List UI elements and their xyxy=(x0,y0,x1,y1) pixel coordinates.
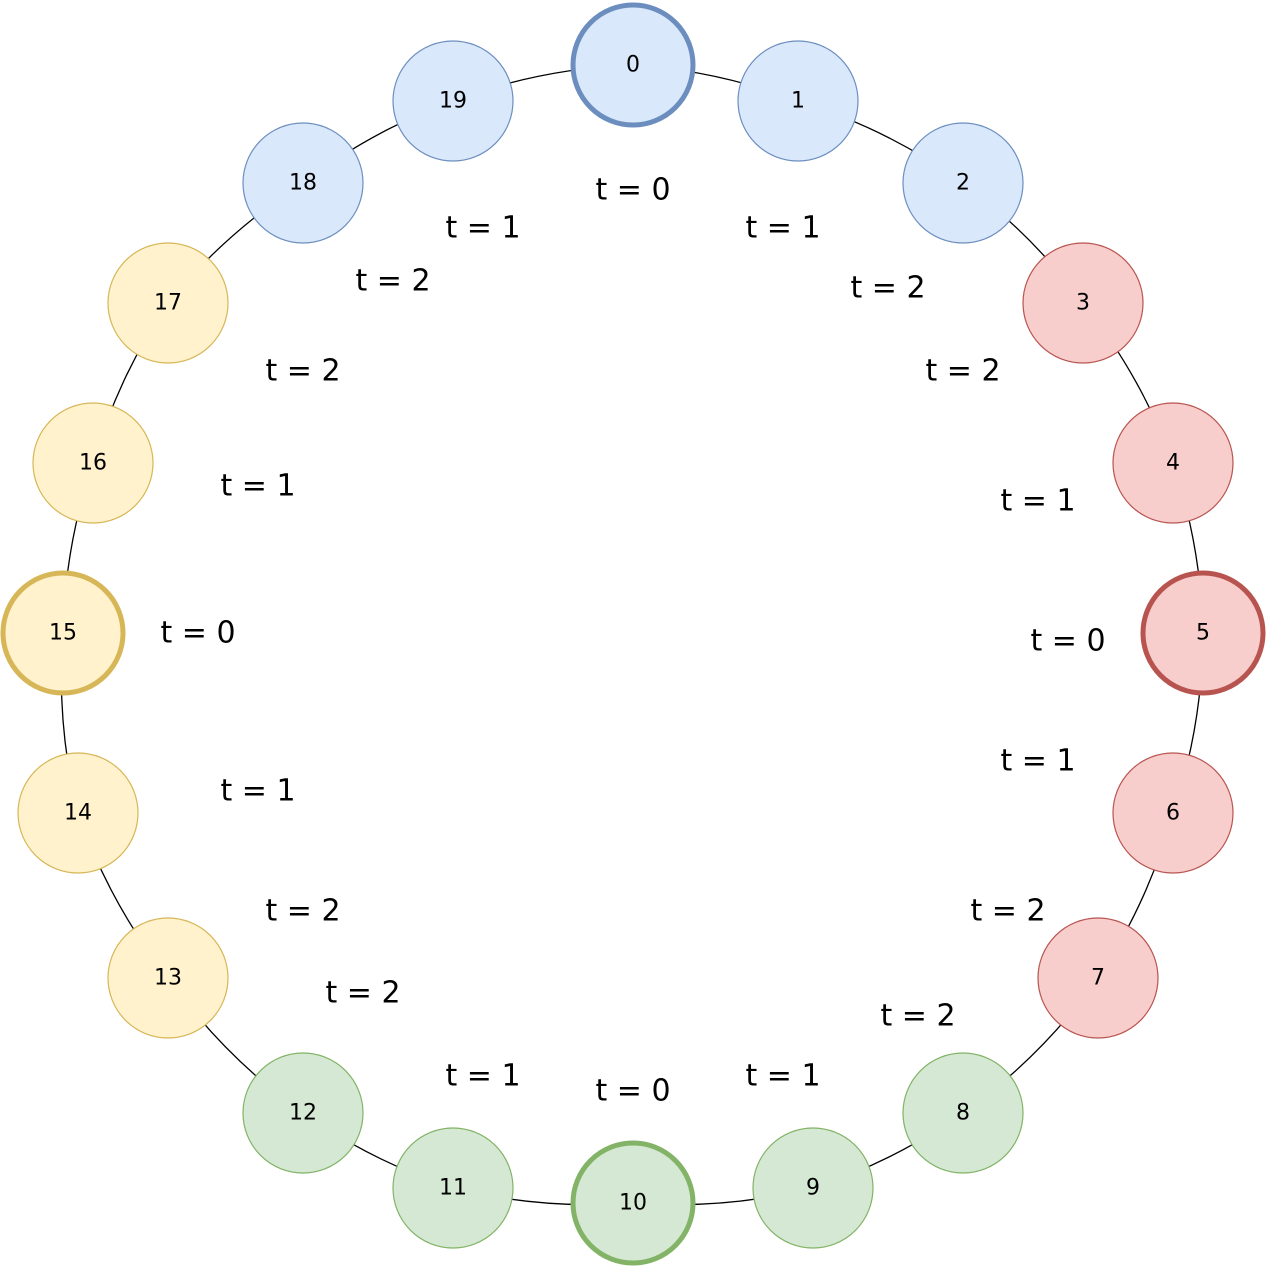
node-circle xyxy=(752,1127,874,1249)
node-label: 5 xyxy=(1196,621,1210,646)
node-label: 14 xyxy=(64,801,92,826)
time-label: t = 1 xyxy=(445,1059,520,1094)
node-label: 8 xyxy=(956,1101,970,1126)
node-label: 2 xyxy=(956,171,970,196)
node-11: 11 xyxy=(392,1127,514,1249)
node-2: 2 xyxy=(902,122,1024,244)
node-circle xyxy=(1037,917,1159,1039)
time-label: t = 0 xyxy=(595,173,670,208)
node-5: 5 xyxy=(1140,570,1266,696)
node-label: 13 xyxy=(154,966,182,991)
time-label: t = 1 xyxy=(745,211,820,246)
time-label: t = 1 xyxy=(220,469,295,504)
time-label: t = 0 xyxy=(595,1074,670,1109)
node-label: 6 xyxy=(1166,801,1180,826)
node-label: 16 xyxy=(79,451,107,476)
leader-node-circle xyxy=(570,2,696,128)
node-1: 1 xyxy=(737,40,859,162)
node-circle xyxy=(242,1052,364,1174)
time-label: t = 2 xyxy=(880,999,955,1034)
node-circle xyxy=(1112,402,1234,524)
time-label: t = 2 xyxy=(970,894,1045,929)
node-circle xyxy=(392,40,514,162)
node-19: 19 xyxy=(392,40,514,162)
node-circle xyxy=(392,1127,514,1249)
node-18: 18 xyxy=(242,122,364,244)
node-10: 10 xyxy=(570,1140,696,1266)
time-label: t = 0 xyxy=(1030,624,1105,659)
node-7: 7 xyxy=(1037,917,1159,1039)
leader-node-circle xyxy=(0,570,126,696)
node-label: 4 xyxy=(1166,451,1180,476)
time-label: t = 0 xyxy=(160,616,235,651)
node-label: 12 xyxy=(289,1101,317,1126)
time-label: t = 2 xyxy=(265,354,340,389)
node-circle xyxy=(242,122,364,244)
time-label: t = 1 xyxy=(220,774,295,809)
time-label: t = 1 xyxy=(1000,744,1075,779)
node-17: 17 xyxy=(107,242,229,364)
node-6: 6 xyxy=(1112,752,1234,874)
node-14: 14 xyxy=(17,752,139,874)
node-circle xyxy=(902,1052,1024,1174)
node-label: 19 xyxy=(439,89,467,114)
node-3: 3 xyxy=(1022,242,1144,364)
leader-node-circle xyxy=(1140,570,1266,696)
time-label: t = 2 xyxy=(925,354,1000,389)
node-circle xyxy=(1022,242,1144,364)
node-label: 10 xyxy=(619,1191,647,1216)
node-label: 15 xyxy=(49,621,77,646)
time-label: t = 2 xyxy=(265,894,340,929)
node-circle xyxy=(902,122,1024,244)
node-circle xyxy=(107,242,229,364)
time-label: t = 1 xyxy=(1000,484,1075,519)
time-label: t = 2 xyxy=(355,264,430,299)
node-label: 9 xyxy=(806,1176,820,1201)
node-9: 9 xyxy=(752,1127,874,1249)
node-15: 15 xyxy=(0,570,126,696)
node-label: 3 xyxy=(1076,291,1090,316)
node-4: 4 xyxy=(1112,402,1234,524)
node-13: 13 xyxy=(107,917,229,1039)
leader-node-circle xyxy=(570,1140,696,1266)
time-labels: t = 0 t = 1 t = 2 t = 2 t = 1 t = 0 t = 1 t = 2… xyxy=(160,173,1105,1109)
node-circle xyxy=(107,917,229,1039)
node-label: 11 xyxy=(439,1176,467,1201)
node-circle xyxy=(32,402,154,524)
node-label: 7 xyxy=(1091,966,1105,991)
time-label: t = 2 xyxy=(325,976,400,1011)
node-16: 16 xyxy=(32,402,154,524)
time-label: t = 1 xyxy=(445,211,520,246)
node-8: 8 xyxy=(902,1052,1024,1174)
time-label: t = 1 xyxy=(745,1059,820,1094)
node-0: 0 xyxy=(570,2,696,128)
time-label: t = 2 xyxy=(850,271,925,306)
node-label: 17 xyxy=(154,291,182,316)
node-label: 0 xyxy=(626,53,640,78)
node-label: 1 xyxy=(791,89,805,114)
node-circle xyxy=(17,752,139,874)
node-circle xyxy=(737,40,859,162)
node-12: 12 xyxy=(242,1052,364,1174)
node-label: 18 xyxy=(289,171,317,196)
node-circle xyxy=(1112,752,1234,874)
